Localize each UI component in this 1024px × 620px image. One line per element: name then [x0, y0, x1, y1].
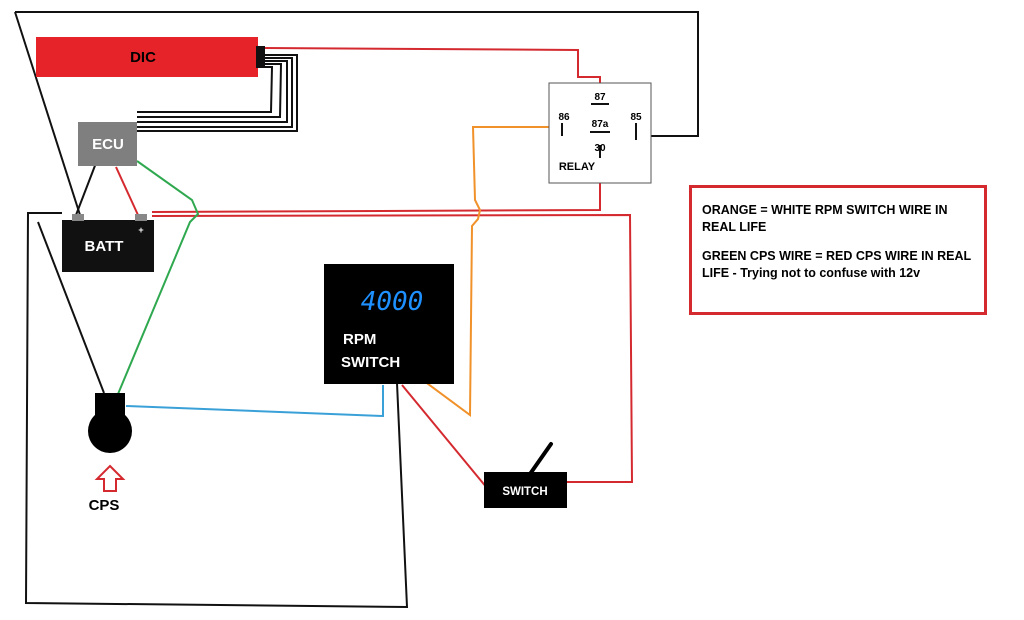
battery-label: BATT: [85, 238, 124, 255]
wire-black-dic-ecu-4: [137, 63, 283, 118]
dic-label: DIC: [130, 49, 156, 66]
wire-black-dic-ecu-2: [137, 57, 293, 128]
cps-sensor-body: [88, 409, 132, 453]
rpm-switch-label-line2: SWITCH: [341, 354, 400, 371]
black-wires: [14, 11, 699, 609]
wire-blue-cps-rpm: [125, 385, 384, 418]
up-arrow-icon: [94, 464, 126, 492]
wire-green-ecu-cps: [117, 160, 200, 395]
dic-module: DIC: [36, 37, 265, 77]
relay: 86 87 87a 85 30 RELAY: [548, 82, 652, 184]
relay-label: RELAY: [559, 161, 596, 173]
toggle-switch-lever: [528, 442, 553, 476]
relay-pin-87a-label: 87a: [592, 119, 609, 130]
battery: BATT +: [62, 214, 154, 272]
wire-red-batt-relay30: [151, 150, 601, 213]
rpm-display-digits: 4000: [361, 287, 424, 317]
green-wire: [117, 160, 200, 395]
rpm-switch-body: [324, 264, 454, 384]
orange-wire: [419, 126, 562, 417]
relay-pin-86-label: 86: [558, 112, 570, 123]
toggle-switch-body: [484, 472, 567, 508]
cps-label: CPS: [89, 497, 120, 514]
wire-red-batt-switch: [151, 213, 634, 483]
ecu-label: ECU: [92, 136, 124, 153]
wire-black-dic-ecu-1: [137, 54, 298, 132]
wire-red-ecu-batt: [115, 166, 139, 216]
legend-box: ORANGE = WHITE RPM SWITCH WIRE IN REAL L…: [689, 185, 987, 315]
cps-sensor: CPS: [88, 393, 132, 514]
relay-pin-87-label: 87: [594, 92, 606, 103]
wire-orange-rpm-relay86: [419, 126, 562, 417]
wire-black-to-batt-neg: [14, 11, 81, 216]
rpm-switch: 4000 RPM SWITCH: [324, 264, 454, 384]
relay-pin-85-label: 85: [630, 112, 642, 123]
wire-red-rpm-switch: [401, 384, 488, 489]
battery-neg-terminal: [72, 214, 84, 221]
toggle-switch-label: SWITCH: [502, 486, 547, 498]
battery-body: [62, 220, 154, 272]
battery-plus-sign: +: [138, 225, 143, 235]
wire-black-ground-loop: [24, 212, 409, 609]
dic-body: [36, 37, 258, 77]
battery-pos-terminal: [135, 214, 147, 221]
wire-black-dic-ecu-3: [137, 60, 288, 123]
ecu-module: ECU: [78, 122, 137, 166]
ecu-body: [78, 122, 137, 166]
toggle-switch: SWITCH: [484, 442, 567, 508]
wire-black-dic-ecu-5: [137, 66, 274, 113]
wire-black-batt-cps: [37, 221, 105, 394]
legend-orange-note: ORANGE = WHITE RPM SWITCH WIRE IN REAL L…: [702, 203, 948, 234]
blue-wire: [125, 385, 384, 418]
wire-black-ecu-to-batt: [75, 162, 97, 216]
dic-connector: [256, 46, 265, 68]
relay-pin-30-label: 30: [594, 143, 606, 154]
legend-green-note: GREEN CPS WIRE = RED CPS WIRE IN REAL LI…: [702, 249, 971, 280]
wire-black-top-loop: [15, 11, 699, 137]
rpm-switch-label-line1: RPM: [343, 331, 376, 348]
